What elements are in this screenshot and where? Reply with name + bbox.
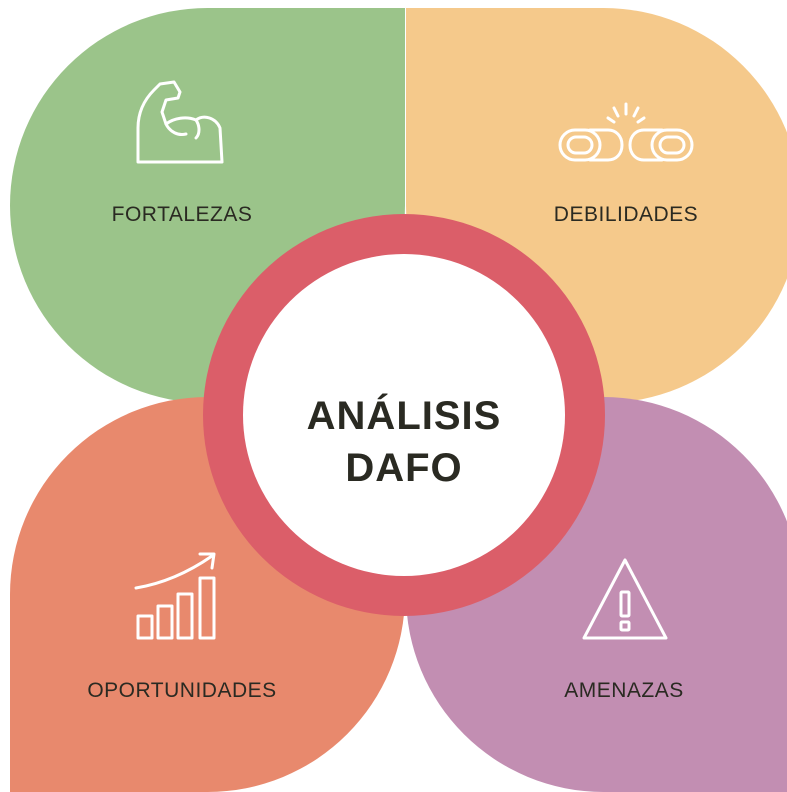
debilidades-label: DEBILIDADES: [553, 203, 699, 226]
center-title-line2: DAFO: [345, 446, 463, 490]
broken-chain-icon: [558, 102, 694, 162]
center-title-line1: ANÁLISIS: [306, 394, 502, 438]
amenazas-label: AMENAZAS: [564, 679, 684, 702]
growth-chart-icon: [134, 552, 216, 640]
flexed-arm-icon: [136, 80, 224, 164]
fortalezas-label: FORTALEZAS: [111, 203, 253, 226]
oportunidades-label: OPORTUNIDADES: [87, 679, 277, 702]
center-title: ANÁLISIS DAFO: [243, 390, 565, 494]
center-circle: ANÁLISIS DAFO: [243, 254, 565, 576]
center-ring: ANÁLISIS DAFO: [203, 214, 605, 616]
warning-icon: [582, 558, 668, 640]
